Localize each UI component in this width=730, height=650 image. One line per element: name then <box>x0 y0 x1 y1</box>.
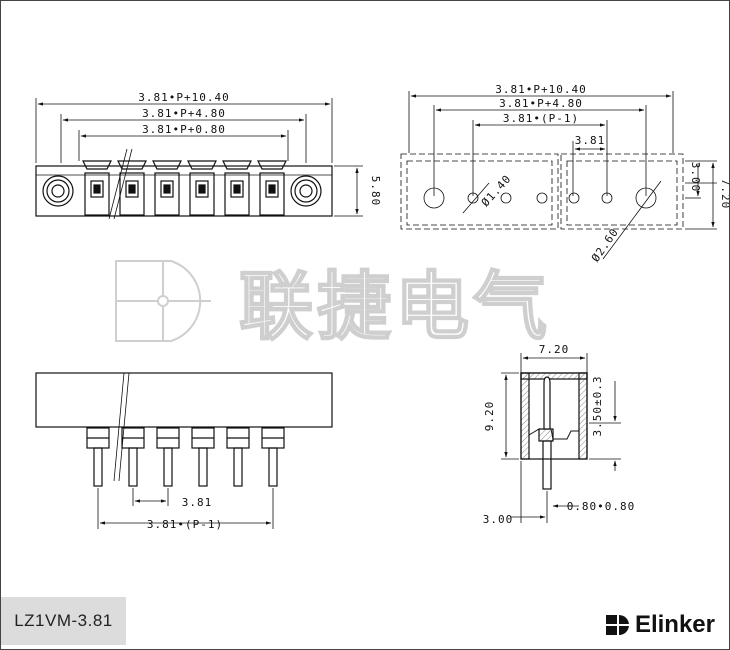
brand-logo: Elinker <box>605 611 715 639</box>
dim-side-pin-size: 0.80•0.80 <box>567 500 636 513</box>
side-view <box>501 353 621 523</box>
dim-front-mid: 3.81•P+4.80 <box>142 107 226 120</box>
dim-pcb-overall: 3.81•P+10.40 <box>495 83 586 96</box>
dim-hole-large: Ø2.60 <box>589 226 622 265</box>
front-view <box>35 98 363 220</box>
dim-pcb-pitch-span: 3.81•(P-1) <box>503 112 579 125</box>
pcb-layout-view <box>400 91 717 260</box>
dim-side-height: 9.20 <box>483 401 496 432</box>
dim-pin-span: 3.81•(P-1) <box>147 518 223 531</box>
dim-pcb-mid: 3.81•P+4.80 <box>499 97 583 110</box>
dim-front-overall: 3.81•P+10.40 <box>138 91 229 104</box>
dim-pcb-pitch: 3.81 <box>575 134 606 147</box>
brand-logo-icon <box>605 615 629 635</box>
dim-pcb-height: 7.20 <box>719 179 730 210</box>
dim-side-offset: 3.00 <box>483 513 514 526</box>
brand-name: Elinker <box>634 611 715 638</box>
part-number-label: LZ1VM-3.81 <box>1 597 126 645</box>
dim-front-height: 5.80 <box>369 176 382 207</box>
pin-view <box>35 372 333 529</box>
dim-side-pin-height: 3.50±0.3 <box>591 376 604 437</box>
dim-hole-small: Ø1.40 <box>479 172 514 209</box>
dim-front-inner: 3.81•P+0.80 <box>142 123 226 136</box>
dim-side-width: 7.20 <box>539 343 570 356</box>
dim-pin-pitch: 3.81 <box>182 496 213 509</box>
dim-pcb-height-small: 3.00 <box>689 162 702 193</box>
